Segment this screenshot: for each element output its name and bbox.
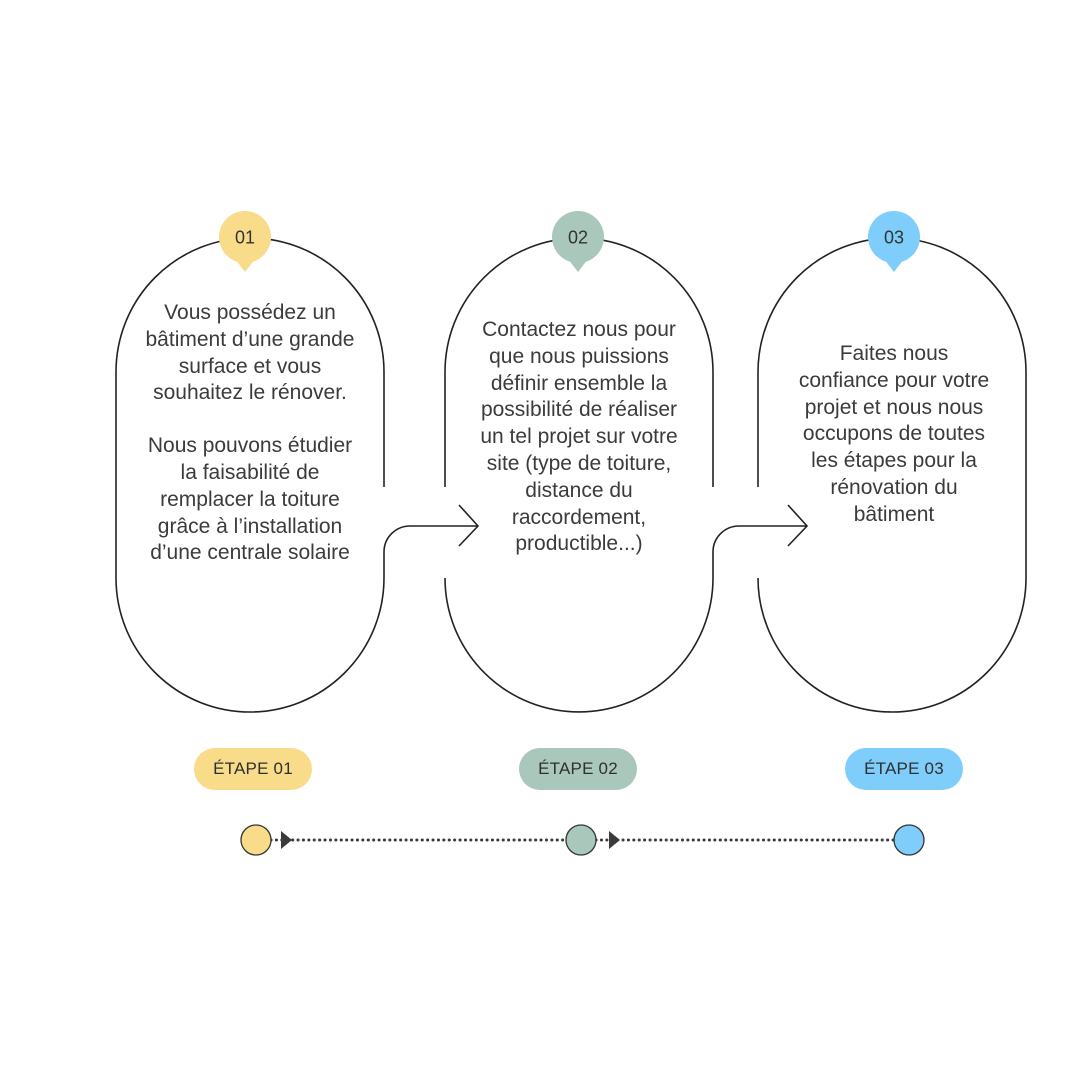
step-01-description: Vous possédez un bâtiment d’une grande s… (145, 300, 355, 567)
connector-arrow-2-3 (712, 504, 809, 578)
timeline-arrow-2 (609, 831, 620, 849)
step-03-paragraph-1: Faites nous confiance pour votre projet … (798, 342, 990, 526)
step-03-number: 03 (884, 228, 904, 248)
timeline-node-03 (893, 824, 925, 856)
step-02-label: ÉTAPE 02 (519, 748, 637, 790)
step-03-marker: 03 (868, 211, 920, 272)
step-01-paragraph-1: Vous possédez un bâtiment d’une grande s… (145, 301, 355, 405)
step-01-label: ÉTAPE 01 (194, 748, 312, 790)
step-03-outline (757, 237, 1027, 713)
timeline-node-02 (565, 824, 597, 856)
step-01-outline (115, 237, 385, 713)
connector-arrow-1-2 (383, 504, 480, 578)
step-03-description: Faites nous confiance pour votre projet … (796, 341, 992, 529)
step-02-marker: 02 (552, 211, 604, 272)
step-01-marker: 01 (219, 211, 271, 272)
timeline-arrow-1 (281, 831, 292, 849)
step-01-paragraph-2: Nous pouvons étudier la faisabilité de r… (147, 434, 353, 565)
step-03-label: ÉTAPE 03 (845, 748, 963, 790)
timeline (240, 824, 925, 856)
step-02-paragraph-1: Contactez nous pour que nous puissions d… (480, 318, 678, 556)
step-02-description: Contactez nous pour que nous puissions d… (477, 317, 681, 558)
step-01-number: 01 (235, 228, 255, 248)
timeline-node-01 (240, 824, 272, 856)
step-02-number: 02 (568, 228, 588, 248)
